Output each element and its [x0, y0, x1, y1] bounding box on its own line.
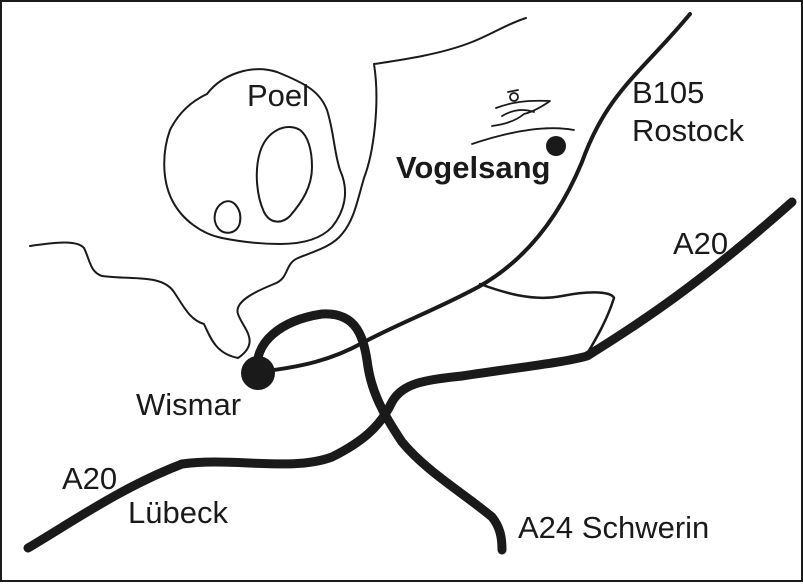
island-poel-lake [213, 200, 242, 234]
island-poel-outline [163, 68, 347, 245]
city-marker-wismar [241, 356, 275, 390]
label-luebeck: Lübeck [128, 495, 228, 530]
label-wismar: Wismar [136, 387, 242, 422]
minor-road-branch [478, 282, 616, 356]
bird-logo-icon [471, 89, 575, 145]
coastline [29, 17, 527, 359]
label-poel: Poel [247, 78, 310, 113]
label-vogelsang: Vogelsang [396, 150, 551, 185]
label-b105: B105 [632, 75, 705, 110]
label-a24-schwerin: A24 Schwerin [518, 510, 710, 545]
label-rostock: Rostock [632, 113, 744, 148]
marker-vogelsang [546, 136, 566, 156]
road-b105 [256, 12, 692, 374]
label-a20-west: A20 [62, 461, 118, 496]
label-a20-east: A20 [673, 226, 729, 261]
island-poel-bay [255, 125, 313, 223]
motorway-a24-loop [252, 309, 507, 555]
motorway-a20 [23, 197, 797, 553]
